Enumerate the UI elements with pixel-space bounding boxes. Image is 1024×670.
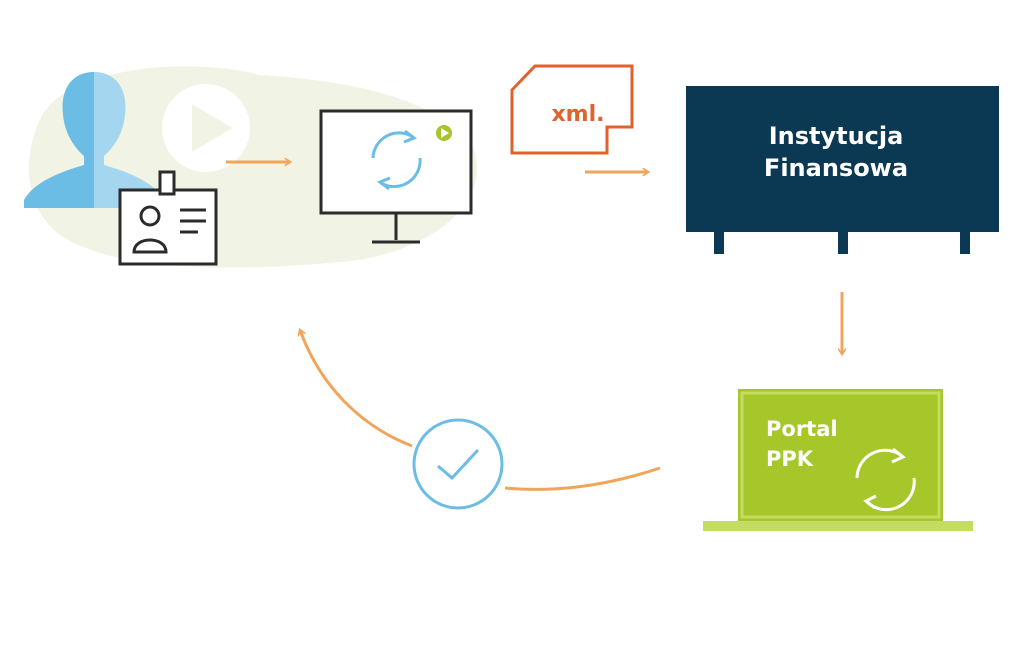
xml-label: xml. <box>551 102 604 127</box>
institution-board: Instytucja Finansowa <box>686 86 999 254</box>
return-arc-upper <box>300 330 413 448</box>
monitor-icon <box>319 109 473 244</box>
user-silhouette-icon <box>24 72 164 208</box>
xml-file-icon: xml. <box>510 64 634 155</box>
portal-refresh-cycle-icon <box>855 447 916 512</box>
portal-laptop: Portal PPK <box>703 389 973 531</box>
return-arc-lower <box>504 466 661 491</box>
refresh-cycle-icon <box>371 129 422 191</box>
play-icon <box>162 84 250 172</box>
id-badge-icon <box>118 170 218 266</box>
institution-line-1: Instytucja <box>769 122 904 150</box>
checkmark-circle-icon <box>412 418 504 510</box>
portal-line-1: Portal <box>766 417 838 441</box>
institution-line-2: Finansowa <box>764 154 908 182</box>
portal-line-2: PPK <box>766 447 814 471</box>
